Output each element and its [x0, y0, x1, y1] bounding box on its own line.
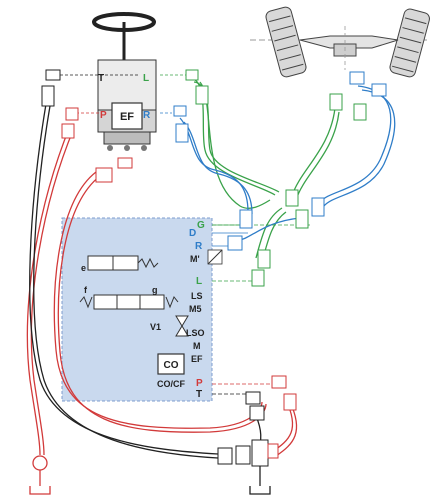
check-valve-v1 [175, 315, 189, 337]
tank-icon [29, 466, 271, 495]
fitting-icon [41, 69, 387, 467]
port-d-label: D [189, 228, 196, 239]
valve-f-label: f [84, 285, 88, 295]
co-symbol-label: CO [164, 360, 179, 371]
port-m-label: M [193, 341, 201, 351]
port-m5-label: M5 [189, 304, 202, 314]
valve-e [87, 255, 159, 271]
block-port-t-label: T [196, 389, 202, 400]
steering-unit-label: EF [120, 111, 134, 123]
pressure-hoses [26, 125, 298, 457]
port-ef-label: EF [191, 354, 203, 364]
steering-axle-icon [250, 6, 430, 78]
port-g-label: G [197, 220, 205, 231]
valve-fg [79, 294, 179, 310]
port-p-label: P [100, 110, 107, 121]
port-l-label: L [143, 73, 149, 84]
port-t-label: T [98, 73, 104, 84]
pump-icon [32, 455, 48, 486]
valve-e-label: e [81, 263, 86, 273]
co-cf-label: CO/CF [157, 379, 186, 389]
port-r-label: R [143, 110, 151, 121]
steering-unit [97, 59, 157, 151]
block-port-r-label: R [195, 241, 203, 252]
block-port-l-label: L [196, 276, 202, 287]
co-cf-symbol [157, 353, 185, 375]
port-ls-label: LS [191, 291, 203, 301]
block-port-p-label: P [196, 378, 203, 389]
port-m-prime-label: M' [190, 254, 200, 264]
valve-g-label: g [152, 285, 158, 295]
port-lso-label: LSO [186, 328, 205, 338]
valve-v1-label: V1 [150, 322, 161, 332]
steering-wheel-icon [92, 12, 156, 60]
restrictor-m-prime [207, 249, 223, 265]
